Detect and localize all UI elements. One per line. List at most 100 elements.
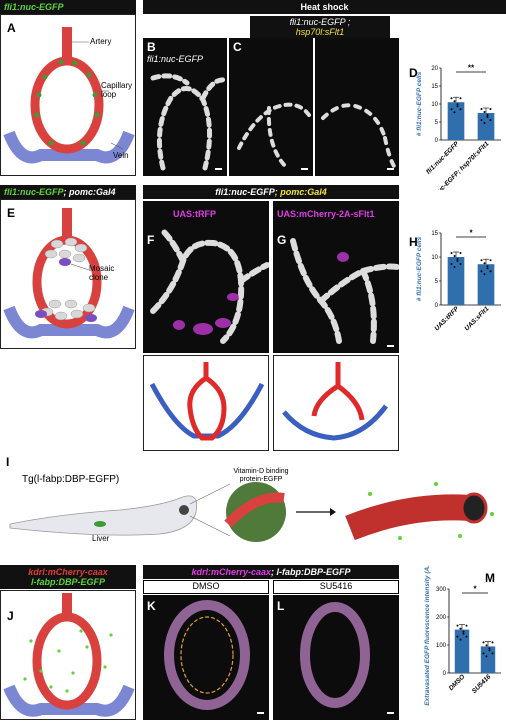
panel-b-title: fli1:nuc-EGFP <box>147 54 204 64</box>
significance-label: ** <box>468 64 475 73</box>
bar <box>480 646 496 673</box>
data-point <box>453 266 456 268</box>
panel-label-a: A <box>7 21 16 35</box>
data-point <box>453 255 456 257</box>
row2-center-header: fli1:nuc-EGFP; pomc:Gal4 <box>143 185 399 199</box>
heat-shock-header: Heat shock <box>143 0 506 14</box>
bar <box>477 264 495 305</box>
data-point <box>483 111 486 113</box>
liver-label: Liver <box>92 534 110 543</box>
bar <box>477 113 495 140</box>
data-point <box>491 641 494 644</box>
data-point <box>482 652 485 655</box>
panel-g-title: UAS:mCherry-2A-sFlt1 <box>277 209 375 219</box>
panel-g-schematic <box>273 355 399 451</box>
panel-k-micrograph: K <box>143 595 269 720</box>
data-point <box>480 119 483 121</box>
y-tick-label: 10 <box>431 102 438 108</box>
data-point <box>462 632 465 635</box>
panel-label-e: E <box>7 206 16 220</box>
significance-label: * <box>473 585 477 594</box>
data-point <box>488 649 491 652</box>
row1-left-header: fli1:nuc-EGFP <box>0 0 136 14</box>
data-point <box>450 97 453 100</box>
panel-c-micrograph-1: C <box>229 38 313 176</box>
data-point <box>456 635 459 638</box>
vessel-nuclei-g <box>290 238 399 344</box>
data-point <box>456 260 459 262</box>
panel-a: A Artery Capillary loop Vein <box>0 14 136 176</box>
data-point <box>482 641 485 644</box>
scale-bar <box>387 168 394 170</box>
bar <box>447 102 465 140</box>
panel-label-c: C <box>233 40 242 54</box>
vein-label: Vein <box>113 151 129 160</box>
mosaic-clone-schematic <box>3 208 135 339</box>
panel-label-j: J <box>7 609 14 623</box>
panel-c-title: fli1:nuc-EGFP ; hsp70l:sFlt1 <box>250 16 390 38</box>
row2-left-header: fli1:nuc-EGFP; pomc:Gal4 <box>0 185 136 199</box>
y-axis-label: # fli1:nuc-EGFP cells <box>416 71 423 136</box>
data-point <box>456 105 459 108</box>
panel-label-f: F <box>147 233 155 247</box>
y-axis-label: Extravasated EGFP fluorescence intensity… <box>424 565 431 706</box>
panel-label-k: K <box>147 599 156 613</box>
capillary-loop-label: Capillary loop <box>101 81 133 99</box>
data-point <box>483 262 486 265</box>
mosaic-clone-label: Mosaic clone <box>89 264 115 282</box>
data-point <box>465 635 468 638</box>
data-point <box>459 263 462 265</box>
category-label: UAS:tRFP <box>433 305 460 332</box>
y-tick-label: 15 <box>431 231 438 237</box>
data-point <box>450 108 453 111</box>
data-point <box>486 267 489 270</box>
panel-c-micrograph-2 <box>315 38 399 176</box>
panel-label-b: B <box>147 40 156 54</box>
category-label: UAS:sFlt1 <box>463 305 490 332</box>
panel-label-m: M <box>485 571 495 585</box>
data-point <box>486 265 489 268</box>
data-point <box>489 270 492 273</box>
y-tick-label: 15 <box>431 84 438 90</box>
data-point <box>485 655 488 658</box>
y-tick-label: 10 <box>431 255 438 261</box>
y-tick-label: 0 <box>435 303 439 309</box>
capillary-loop-schematic <box>3 27 135 164</box>
larva-illustration <box>9 482 494 542</box>
data-point <box>453 111 456 114</box>
vessel-nuclei-c2 <box>321 103 397 170</box>
scale-bar <box>387 712 394 714</box>
y-tick-label: 0 <box>435 138 439 144</box>
data-point <box>456 624 459 627</box>
data-point <box>456 103 459 106</box>
data-point <box>486 114 489 116</box>
bar <box>447 257 465 305</box>
data-point <box>456 258 459 260</box>
scale-bar <box>387 345 394 347</box>
data-point <box>459 638 462 641</box>
data-point <box>462 630 465 633</box>
vdbp-label: Vitamin-D binding protein-EGFP <box>233 468 289 483</box>
bar <box>454 629 470 673</box>
vessel-nuclei-b <box>150 73 227 171</box>
panel-l-micrograph: L <box>273 595 399 720</box>
data-point <box>459 627 462 630</box>
data-point <box>459 97 462 100</box>
data-point <box>459 252 462 254</box>
y-axis-label: # fli1:nuc-EGFP cells <box>416 236 423 301</box>
panel-f-title: UAS:tRFP <box>173 209 216 219</box>
dmso-tab: DMSO <box>143 580 269 594</box>
row4-center-header: kdrl:mCherry-caax; l-fabp:DBP-EGFP <box>143 565 399 579</box>
scale-bar <box>257 712 264 714</box>
panel-label-l: L <box>277 599 285 613</box>
data-point <box>491 652 494 655</box>
data-point <box>480 108 483 110</box>
panel-label-i: I <box>6 455 10 469</box>
panel-label-g: G <box>277 233 287 247</box>
vessel-nuclei-c1 <box>237 102 313 170</box>
